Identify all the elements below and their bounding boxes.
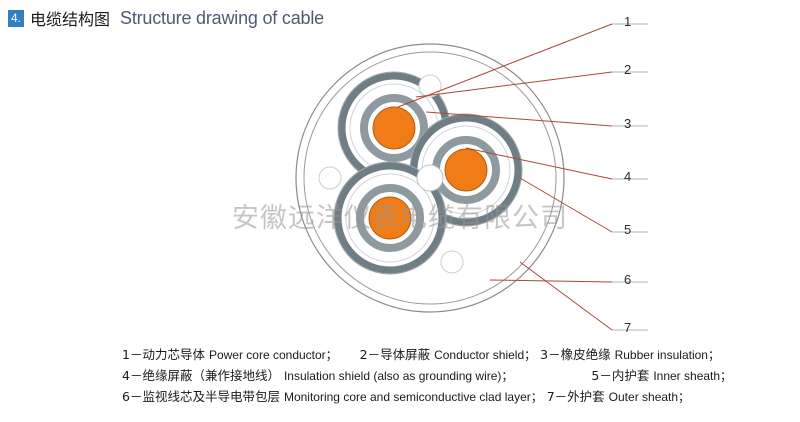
legend-item-4-label-en: Insulation shield (also as grounding wir… — [283, 369, 514, 383]
section-title-english: Structure drawing of cable — [120, 7, 324, 28]
monitoring-cores — [318, 74, 464, 274]
legend-row-2: 4－绝缘屏蔽（兼作接地线） Insulation shield (also as… — [122, 365, 732, 387]
section-title-chinese: 电缆结构图 — [30, 10, 111, 29]
legend-row-3: 6－监视线芯及半导电带包层 Monitoring core and semico… — [122, 386, 690, 408]
legend-item-1-label: 1－动力芯导体 — [122, 347, 205, 362]
legend-row-1: 1－动力芯导体 Power core conductor； 2－导体屏蔽 Con… — [122, 344, 720, 366]
section-number-badge: 4. — [8, 9, 25, 27]
callout-number-6: 6 — [624, 272, 632, 287]
legend-item-2-label: 2－导体屏蔽 — [359, 347, 431, 362]
legend-item-1-label-en: Power core conductor； — [208, 348, 338, 362]
legend-item-6-label: 6－监视线芯及半导电带包层 — [122, 389, 280, 404]
callout-number-1: 1 — [624, 14, 632, 29]
legend-item-6-label-en: Monitoring core and semiconductive clad … — [283, 390, 543, 404]
cable-cross-section-diagram — [295, 23, 648, 331]
callout-number-4: 4 — [624, 169, 632, 184]
callout-number-7: 7 — [624, 320, 632, 335]
legend-item-5-label: 5－内护套 — [591, 368, 650, 383]
callout-leader-lines — [397, 23, 613, 331]
legend-item-4-label: 4－绝缘屏蔽（兼作接地线） — [122, 368, 280, 383]
legend-item-3-label-en: Rubber insulation； — [614, 348, 720, 362]
callout-number-3: 3 — [624, 116, 632, 131]
callout-number-5: 5 — [624, 222, 632, 237]
legend-item-2-label-en: Conductor shield； — [434, 348, 537, 362]
core-lower-left — [333, 161, 447, 275]
legend-item-5-label-en: Inner sheath； — [653, 369, 733, 383]
callout-number-rules — [612, 23, 648, 331]
section-header: 4. 电缆结构图 Structure drawing of cable — [8, 6, 324, 30]
callout-number-2: 2 — [624, 62, 632, 77]
legend-item-7-label: 7－外护套 — [546, 389, 605, 404]
legend-item-7-label-en: Outer sheath； — [608, 390, 691, 404]
legend-item-3-label: 3－橡皮绝缘 — [540, 347, 611, 362]
